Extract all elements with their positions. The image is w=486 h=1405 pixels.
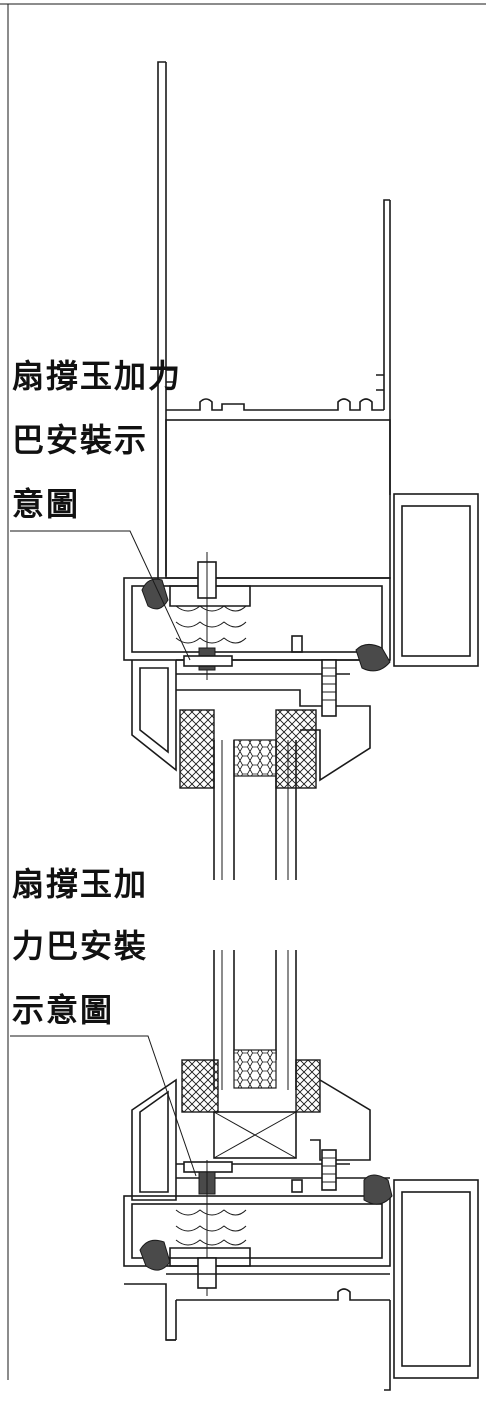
lower-annotation-line-3: 示意圖 (12, 991, 115, 1029)
lower-leader (10, 1035, 197, 1177)
upper-left-gasket (141, 578, 169, 610)
lower-right-gasket (363, 1174, 393, 1205)
page-border (0, 3, 486, 1380)
lower-annotation-line-2: 力巴安裝 (12, 927, 149, 965)
upper-right-gasket (355, 644, 391, 672)
upper-mullion (157, 61, 479, 667)
upper-annotation-line-2: 巴安裝示 (12, 421, 149, 459)
upper-sash-frame (123, 577, 391, 782)
upper-annotation-line-3: 意圖 (12, 485, 81, 523)
upper-glazing (179, 709, 317, 880)
lower-annotation-line-1: 扇撐玉加 (12, 865, 149, 903)
lower-bracket (169, 1149, 337, 1296)
lower-sash-frame (123, 1078, 391, 1267)
upper-leader (10, 530, 191, 661)
lower-mullion (124, 1179, 479, 1391)
lower-glazing (181, 950, 321, 1159)
upper-annotation-line-1: 扇撐玉加力 (12, 357, 183, 395)
upper-bracket (169, 552, 337, 717)
